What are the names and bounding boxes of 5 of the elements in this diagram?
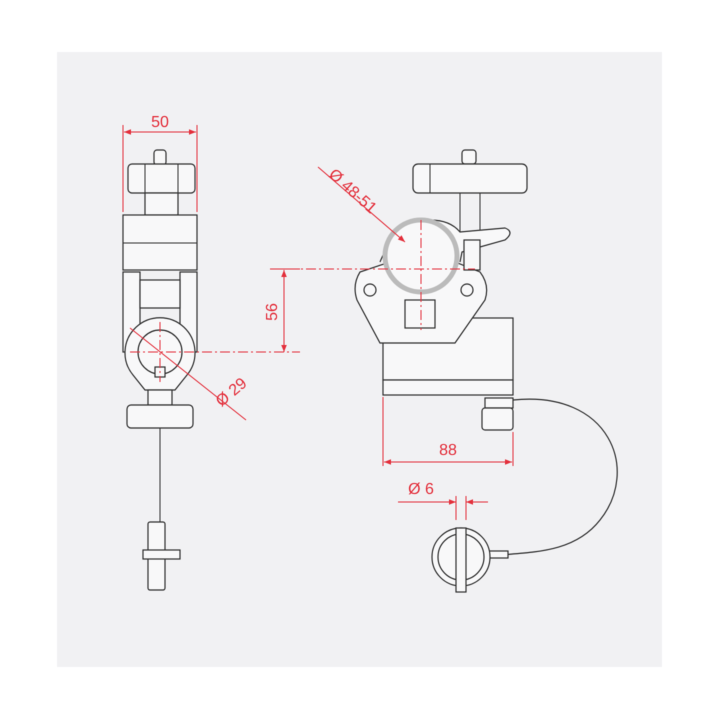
dimension-label: 88 [439, 443, 457, 459]
dimension-label: 56 [265, 303, 281, 321]
dimension-label: Ø 6 [408, 482, 434, 498]
dimension-label: Ø 29 [214, 376, 250, 410]
dimension-label: 50 [151, 115, 169, 131]
